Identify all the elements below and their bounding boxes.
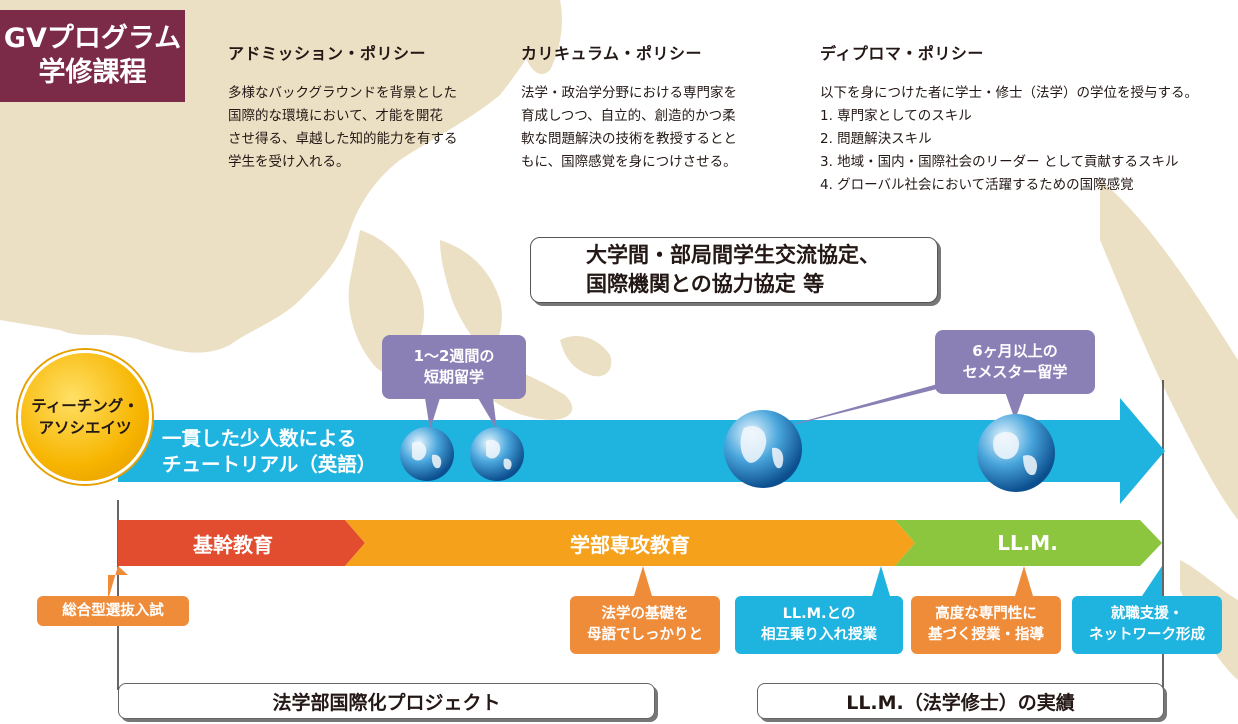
bubble-pointer-short-1 xyxy=(425,398,440,430)
curriculum-line: 育成しつつ、自立的、創造的かつ柔 xyxy=(521,108,736,124)
stage-basic-shape xyxy=(118,520,365,566)
bubble-pointer-semester-1 xyxy=(765,382,965,432)
advanced-tag: 高度な専門性に 基づく授業・指導 xyxy=(911,596,1061,654)
diploma-item: 3. 地域・国内・国際社会のリーダー として貢献するスキル xyxy=(820,154,1179,170)
stage-basic-label: 基幹教育 xyxy=(193,532,273,557)
stage-llm-label: LL.M. xyxy=(997,531,1058,555)
admission-line: 国際的な環境において、才能を開花 xyxy=(228,108,443,124)
career-line2: ネットワーク形成 xyxy=(1089,627,1205,643)
llm-mutual-line2: 相互乗り入れ授業 xyxy=(761,627,877,643)
curriculum-policy: カリキュラム・ポリシー 法学・政治学分野における専門家を 育成しつつ、自立的、創… xyxy=(521,40,791,174)
llm-mutual-line1: LL.M.との xyxy=(782,606,856,622)
curriculum-line: もに、国際感覚を身につけさせる。 xyxy=(521,154,737,170)
diploma-item: 4. グローバル社会において活躍するための国際感覚 xyxy=(820,177,1134,193)
career-line1: 就職支援・ xyxy=(1110,606,1184,622)
short-study-line1: 1〜2週間の xyxy=(413,347,495,365)
curriculum-line: 法学・政治学分野における専門家を xyxy=(521,85,737,101)
diploma-policy-heading: ディプロマ・ポリシー xyxy=(820,44,984,63)
llm-achievements-box: LL.M.（法学修士）の実績 xyxy=(757,683,1164,719)
globe-icon xyxy=(977,414,1055,492)
admission-line: させ得る、卓越した知的能力を有する xyxy=(228,131,458,147)
advanced-line1: 高度な専門性に xyxy=(935,606,1037,622)
tag-pointer-advanced xyxy=(1015,566,1033,596)
tag-pointer-llm-mutual xyxy=(872,566,890,596)
stage-llm-shape xyxy=(895,520,1162,566)
stage-major-label: 学部専攻教育 xyxy=(570,532,690,557)
semester-study-line1: 6ヶ月以上の xyxy=(972,342,1058,360)
agreements-box: 大学間・部局間学生交流協定、 国際機関との協力協定 等 xyxy=(530,237,938,303)
curriculum-line: 軟な問題解決の技術を教授するとと xyxy=(521,131,737,147)
globe-icon xyxy=(724,410,802,488)
curriculum-policy-heading: カリキュラム・ポリシー xyxy=(521,44,703,63)
semester-study-bubble: 6ヶ月以上の セメスター留学 xyxy=(935,330,1095,394)
agreements-line1: 大学間・部局間学生交流協定、 xyxy=(586,243,880,267)
law-basics-line1: 法学の基礎を xyxy=(601,606,689,622)
globe-icon xyxy=(470,427,524,481)
bubble-pointer-semester-2 xyxy=(1005,392,1025,420)
globe-icon xyxy=(400,427,454,481)
tutorial-line2: チュートリアル（英語） xyxy=(162,453,377,476)
tutorial-label: 一貫した少人数による チュートリアル（英語） xyxy=(162,426,376,478)
tag-pointer-career xyxy=(1142,566,1162,596)
tutorial-arrow xyxy=(118,398,1165,504)
short-study-bubble: 1〜2週間の 短期留学 xyxy=(382,335,526,399)
teaching-associates-line1: ティーチング・ xyxy=(31,397,139,415)
llm-mutual-tag: LL.M.との 相互乗り入れ授業 xyxy=(735,596,903,654)
law-basics-tag: 法学の基礎を 母語でしっかりと xyxy=(570,596,720,654)
admission-policy: アドミッション・ポリシー 多様なバックグラウンドを背景とした 国際的な環境におい… xyxy=(228,40,498,174)
admission-line: 多様なバックグラウンドを背景とした xyxy=(228,85,457,101)
program-title-line2: 学修課程 xyxy=(38,57,147,88)
admission-policy-heading: アドミッション・ポリシー xyxy=(228,44,427,63)
program-title-box: GVプログラム 学修課程 xyxy=(0,10,185,102)
diploma-policy: ディプロマ・ポリシー 以下を身につけた者に学士・修士（法学）の学位を授与する。 … xyxy=(820,40,1235,197)
law-basics-line2: 母語でしっかりと xyxy=(587,627,703,643)
advanced-line2: 基づく授業・指導 xyxy=(928,627,1044,643)
admission-exam-tag: 総合型選抜入試 xyxy=(37,596,189,626)
bubble-pointer-short-2 xyxy=(478,398,497,430)
teaching-associates-badge: ティーチング・ アソシエイツ xyxy=(18,350,152,484)
tag-pointer-admission xyxy=(108,566,128,600)
stage-major-shape xyxy=(345,520,915,566)
program-title-line1: GVプログラム xyxy=(3,23,182,54)
diploma-item: 2. 問題解決スキル xyxy=(820,131,932,147)
internationalization-project-box: 法学部国際化プロジェクト xyxy=(118,683,655,719)
short-study-line2: 短期留学 xyxy=(423,368,484,386)
tutorial-line1: 一貫した少人数による xyxy=(162,427,357,450)
admission-line: 学生を受け入れる。 xyxy=(228,154,350,170)
semester-study-line2: セメスター留学 xyxy=(962,363,1068,381)
career-tag: 就職支援・ ネットワーク形成 xyxy=(1072,596,1222,654)
tag-pointer-law xyxy=(634,566,652,596)
agreements-line2: 国際機関との協力協定 等 xyxy=(586,272,825,296)
teaching-associates-line2: アソシエイツ xyxy=(38,419,132,437)
diploma-intro: 以下を身につけた者に学士・修士（法学）の学位を授与する。 xyxy=(820,85,1198,101)
diploma-item: 1. 専門家としてのスキル xyxy=(820,108,972,124)
